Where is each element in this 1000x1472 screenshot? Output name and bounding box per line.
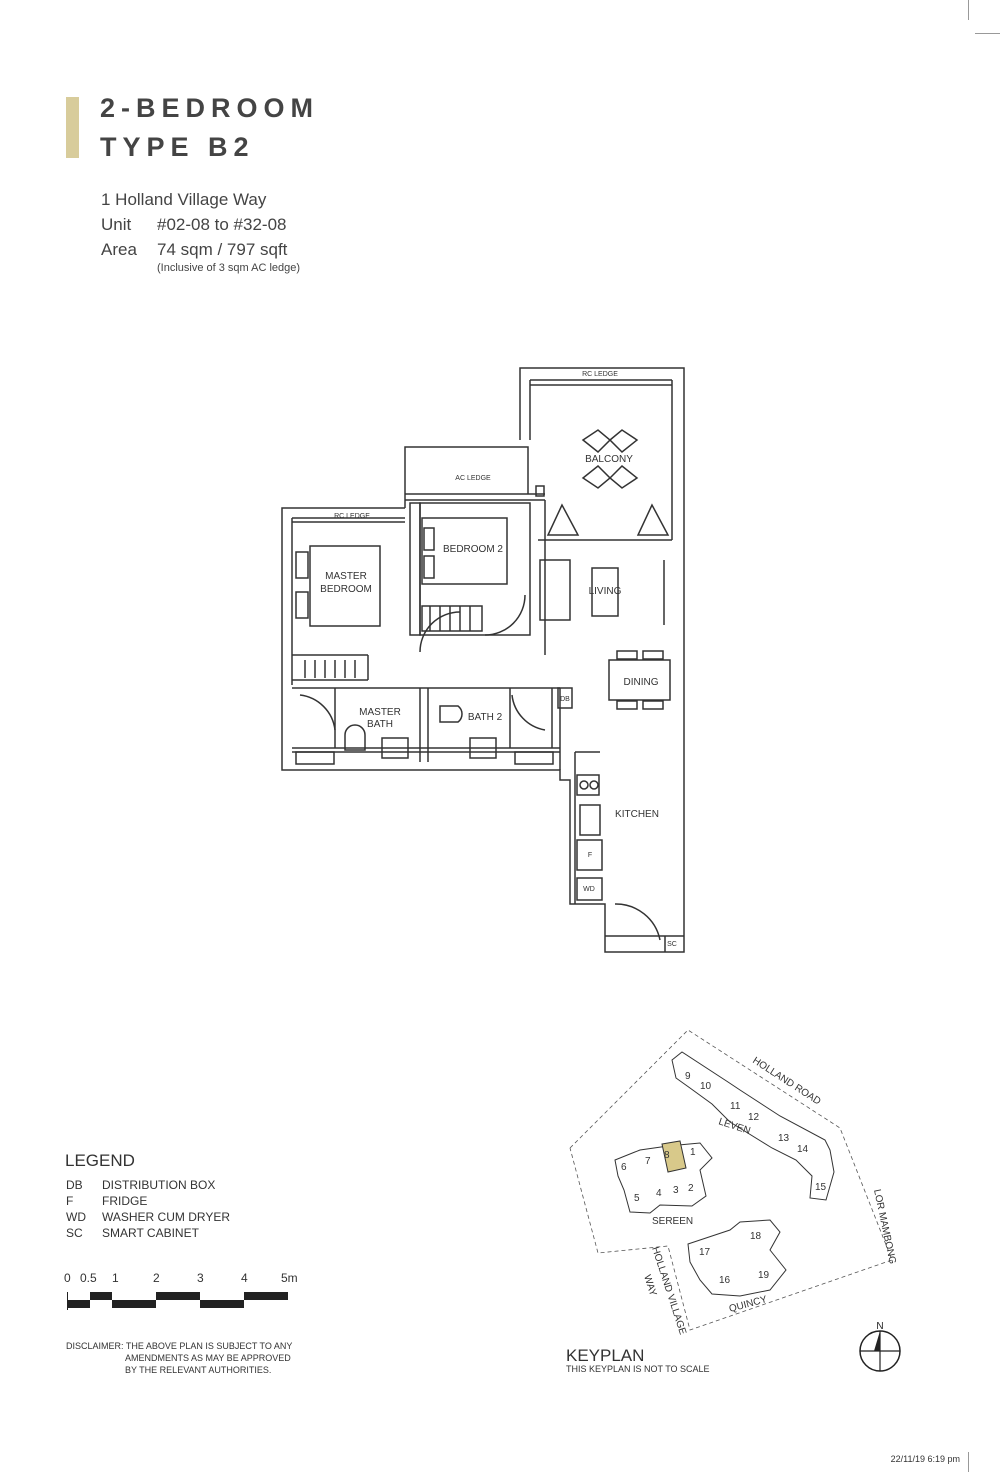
area-row: Area 74 sqm / 797 sqft [101,240,287,260]
block-number: 11 [730,1101,741,1112]
leven-cluster [671,1051,835,1201]
disclaimer-line: AMENDMENTS AS MAY BE APPROVED [125,1353,291,1363]
balcony-label: BALCONY [585,454,633,465]
holland-village-way-label-2: WAY [641,1274,658,1298]
area-label: Area [101,240,137,259]
address: 1 Holland Village Way [101,190,267,209]
bath2-label: BATH 2 [468,712,503,723]
kitchen-label: KITCHEN [615,809,659,820]
page-edge-mark-top-right [975,33,1000,34]
block-number: 4 [656,1188,662,1199]
block-number: 17 [699,1247,711,1258]
outer-wall [281,367,685,953]
block-number: 15 [815,1182,827,1193]
scale-label: 5m [281,1271,298,1285]
page-edge-mark-top [968,0,969,20]
washer-label: WD [583,886,595,893]
bedroom2-label: BEDROOM 2 [443,544,503,555]
rc-ledge-left-label: RC LEDGE [334,513,370,520]
block-number: 13 [778,1133,790,1144]
ac-ledge-outline [404,446,529,508]
legend-code: F [66,1194,74,1208]
living-label: LIVING [589,586,622,597]
block-number: 10 [700,1081,712,1092]
block-number: 19 [758,1270,770,1281]
legend-code: SC [66,1226,83,1240]
highlighted-unit-block [661,1140,687,1173]
legend-desc: FRIDGE [102,1194,148,1208]
legend-code: WD [66,1210,86,1224]
rc-ledge-top-label: RC LEDGE [582,371,618,378]
legend-desc: SMART CABINET [102,1226,199,1240]
page-edge-mark-bottom [968,1452,969,1472]
disclaimer-line: DISCLAIMER: THE ABOVE PLAN IS SUBJECT TO… [66,1341,293,1351]
block-number: 12 [748,1112,760,1123]
unit-type-title: 2-BEDROOM [100,93,320,123]
scale-label: 1 [112,1271,119,1285]
legend-title: LEGEND [65,1151,135,1170]
master-bedroom-label-2: BEDROOM [320,584,372,595]
fridge-label: F [588,852,592,859]
floor-plan: RC LEDGE BALCONY AC LEDGE RC LEDGE BEDRO… [281,367,685,953]
scale-label: 3 [197,1271,204,1285]
legend-desc: WASHER CUM DRYER [102,1210,231,1224]
disclaimer: DISCLAIMER: THE ABOVE PLAN IS SUBJECT TO… [66,1340,292,1376]
legend-item: SC SMART CABINET [66,1226,199,1240]
master-bath-label-2: BATH [367,719,393,730]
block-number: 9 [685,1071,691,1082]
scale-label: 2 [153,1271,160,1285]
keyplan-title: KEYPLAN [566,1346,645,1365]
legend-desc: DISTRIBUTION BOX [102,1178,216,1192]
db-label: DB [560,696,570,703]
legend-code: DB [66,1178,83,1192]
unit-type-subtitle: TYPE B2 [100,132,255,162]
keyplan-subtitle: THIS KEYPLAN IS NOT TO SCALE [566,1364,710,1374]
compass-icon: N [859,1321,901,1372]
block-number: 16 [719,1275,731,1286]
legend-item: F FRIDGE [66,1194,147,1208]
sc-label: SC [667,941,677,948]
block-number: 14 [797,1144,809,1155]
unit-row: Unit #02-08 to #32-08 [101,215,287,235]
holland-road-label: HOLLAND ROAD [750,1055,822,1107]
master-bath-label-1: MASTER [359,707,401,718]
site-boundary [569,1029,893,1331]
lor-mambong-label: LOR MAMBONG [871,1188,898,1265]
scale-label: 4 [241,1271,248,1285]
block-number: 6 [621,1162,627,1173]
block-number: 2 [688,1183,694,1194]
unit-value: #02-08 to #32-08 [157,215,287,234]
quincy-cluster [687,1219,787,1297]
legend-item: WD WASHER CUM DRYER [66,1210,230,1224]
block-number: 3 [673,1185,679,1196]
block-number: 8 [664,1150,670,1161]
block-number: 5 [634,1193,640,1204]
area-value: 74 sqm / 797 sqft [157,240,288,259]
scale-label: 0 [64,1271,71,1285]
master-bedroom-label-1: MASTER [325,571,367,582]
compass-north-label: N [876,1321,883,1332]
block-number: 18 [750,1231,762,1242]
scale-bar [67,1292,288,1310]
disclaimer-line: BY THE RELEVANT AUTHORITIES. [125,1365,272,1375]
block-number: 7 [645,1156,651,1167]
ac-ledge-label: AC LEDGE [455,475,491,482]
legend-item: DB DISTRIBUTION BOX [66,1178,215,1192]
accent-bar [66,97,79,158]
keyplan-map: 9 10 11 12 13 14 15 1 2 3 4 5 6 7 8 16 1… [569,1029,898,1336]
area-note: (Inclusive of 3 sqm AC ledge) [157,262,301,274]
scale-label: 0.5 [80,1271,97,1285]
quincy-label: QUINCY [728,1294,769,1315]
dining-label: DINING [624,677,659,688]
sereen-label: SEREEN [652,1216,693,1227]
unit-label: Unit [101,215,132,234]
block-number: 1 [690,1147,696,1158]
timestamp: 22/11/19 6:19 pm [890,1454,960,1464]
